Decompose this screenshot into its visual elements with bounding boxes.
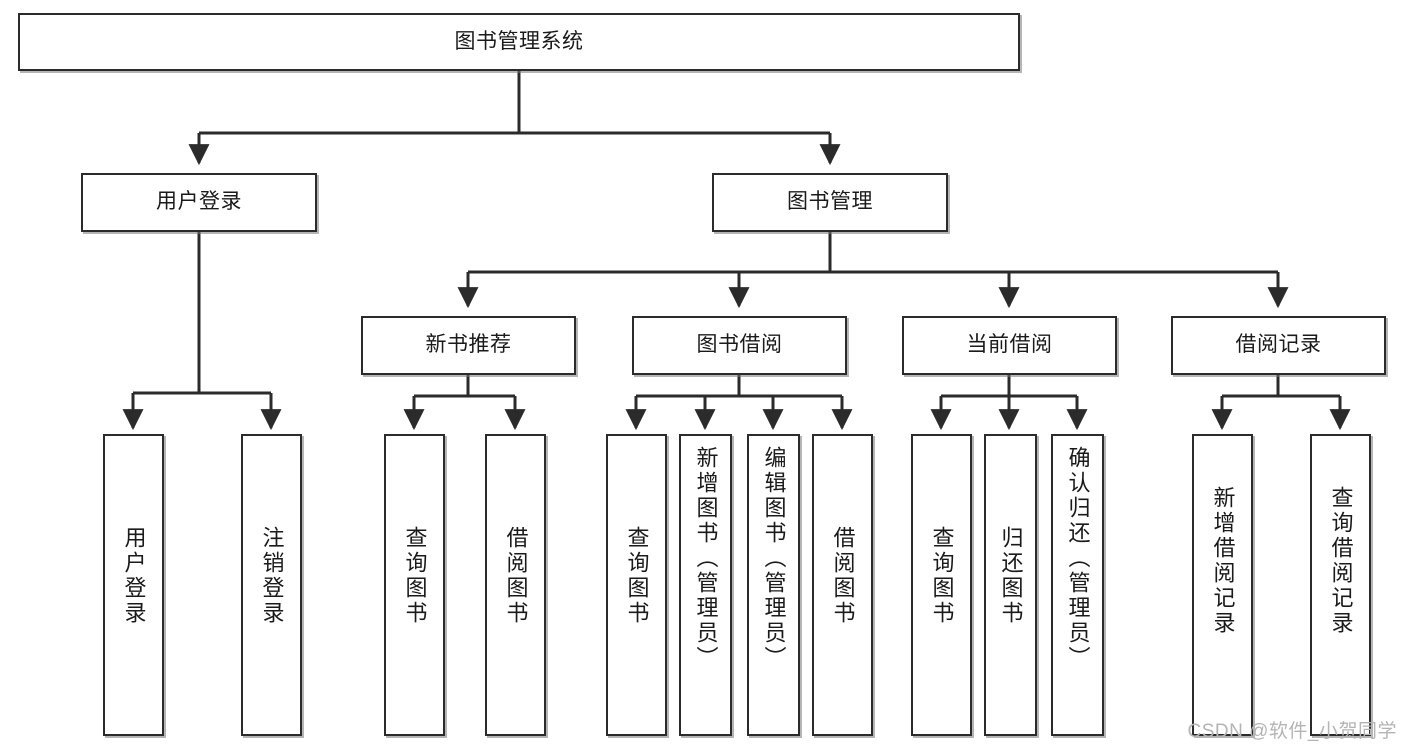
leaf-add-book-label: 新增图书（管理员）: [693, 446, 719, 671]
leaf-borrow-book-1-label: 借阅图书: [503, 526, 529, 626]
leaf-user-login-label: 用户登录: [121, 526, 147, 626]
node-borrow-record-label: 借阅记录: [1235, 333, 1322, 357]
watermark: CSDN @软件_小贺同学: [1187, 721, 1397, 742]
leaf-add-record-label: 新增借阅记录: [1210, 486, 1236, 636]
leaf-borrow-book-2[interactable]: 借阅图书: [812, 434, 873, 736]
leaf-logout-login[interactable]: 注销登录: [241, 434, 302, 736]
node-book-borrow[interactable]: 图书借阅: [632, 316, 847, 375]
leaf-user-login[interactable]: 用户登录: [103, 434, 164, 736]
node-new-book-recommend-label: 新书推荐: [425, 333, 512, 357]
leaf-query-book-2[interactable]: 查询图书: [606, 434, 667, 736]
node-root[interactable]: 图书管理系统: [18, 13, 1020, 71]
leaf-query-record-label: 查询借阅记录: [1328, 486, 1354, 636]
node-borrow-record[interactable]: 借阅记录: [1171, 316, 1386, 375]
leaf-return-book-label: 归还图书: [998, 526, 1024, 626]
leaf-logout-login-label: 注销登录: [259, 526, 285, 626]
node-current-borrow-label: 当前借阅: [966, 333, 1053, 357]
leaf-return-book[interactable]: 归还图书: [984, 434, 1037, 736]
node-root-label: 图书管理系统: [454, 29, 584, 53]
leaf-add-book[interactable]: 新增图书（管理员）: [679, 434, 732, 736]
leaf-borrow-book-2-label: 借阅图书: [830, 526, 856, 626]
node-book-manage-label: 图书管理: [787, 190, 873, 214]
node-user-login[interactable]: 用户登录: [81, 173, 317, 232]
node-current-borrow[interactable]: 当前借阅: [902, 316, 1117, 375]
leaf-edit-book-label: 编辑图书（管理员）: [761, 446, 787, 671]
leaf-query-record[interactable]: 查询借阅记录: [1310, 434, 1371, 736]
leaf-query-book-3-label: 查询图书: [929, 526, 955, 626]
leaf-confirm-return[interactable]: 确认归还（管理员）: [1051, 434, 1104, 736]
leaf-query-book-2-label: 查询图书: [624, 526, 650, 626]
node-user-login-label: 用户登录: [156, 190, 242, 214]
node-new-book-recommend[interactable]: 新书推荐: [361, 316, 576, 375]
leaf-add-record[interactable]: 新增借阅记录: [1192, 434, 1253, 736]
leaf-query-book-1[interactable]: 查询图书: [384, 434, 445, 736]
node-book-manage[interactable]: 图书管理: [712, 173, 948, 232]
leaf-query-book-1-label: 查询图书: [402, 526, 428, 626]
leaf-confirm-return-label: 确认归还（管理员）: [1065, 446, 1091, 671]
node-book-borrow-label: 图书借阅: [696, 333, 783, 357]
leaf-edit-book[interactable]: 编辑图书（管理员）: [747, 434, 800, 736]
leaf-borrow-book-1[interactable]: 借阅图书: [485, 434, 546, 736]
leaf-query-book-3[interactable]: 查询图书: [911, 434, 972, 736]
